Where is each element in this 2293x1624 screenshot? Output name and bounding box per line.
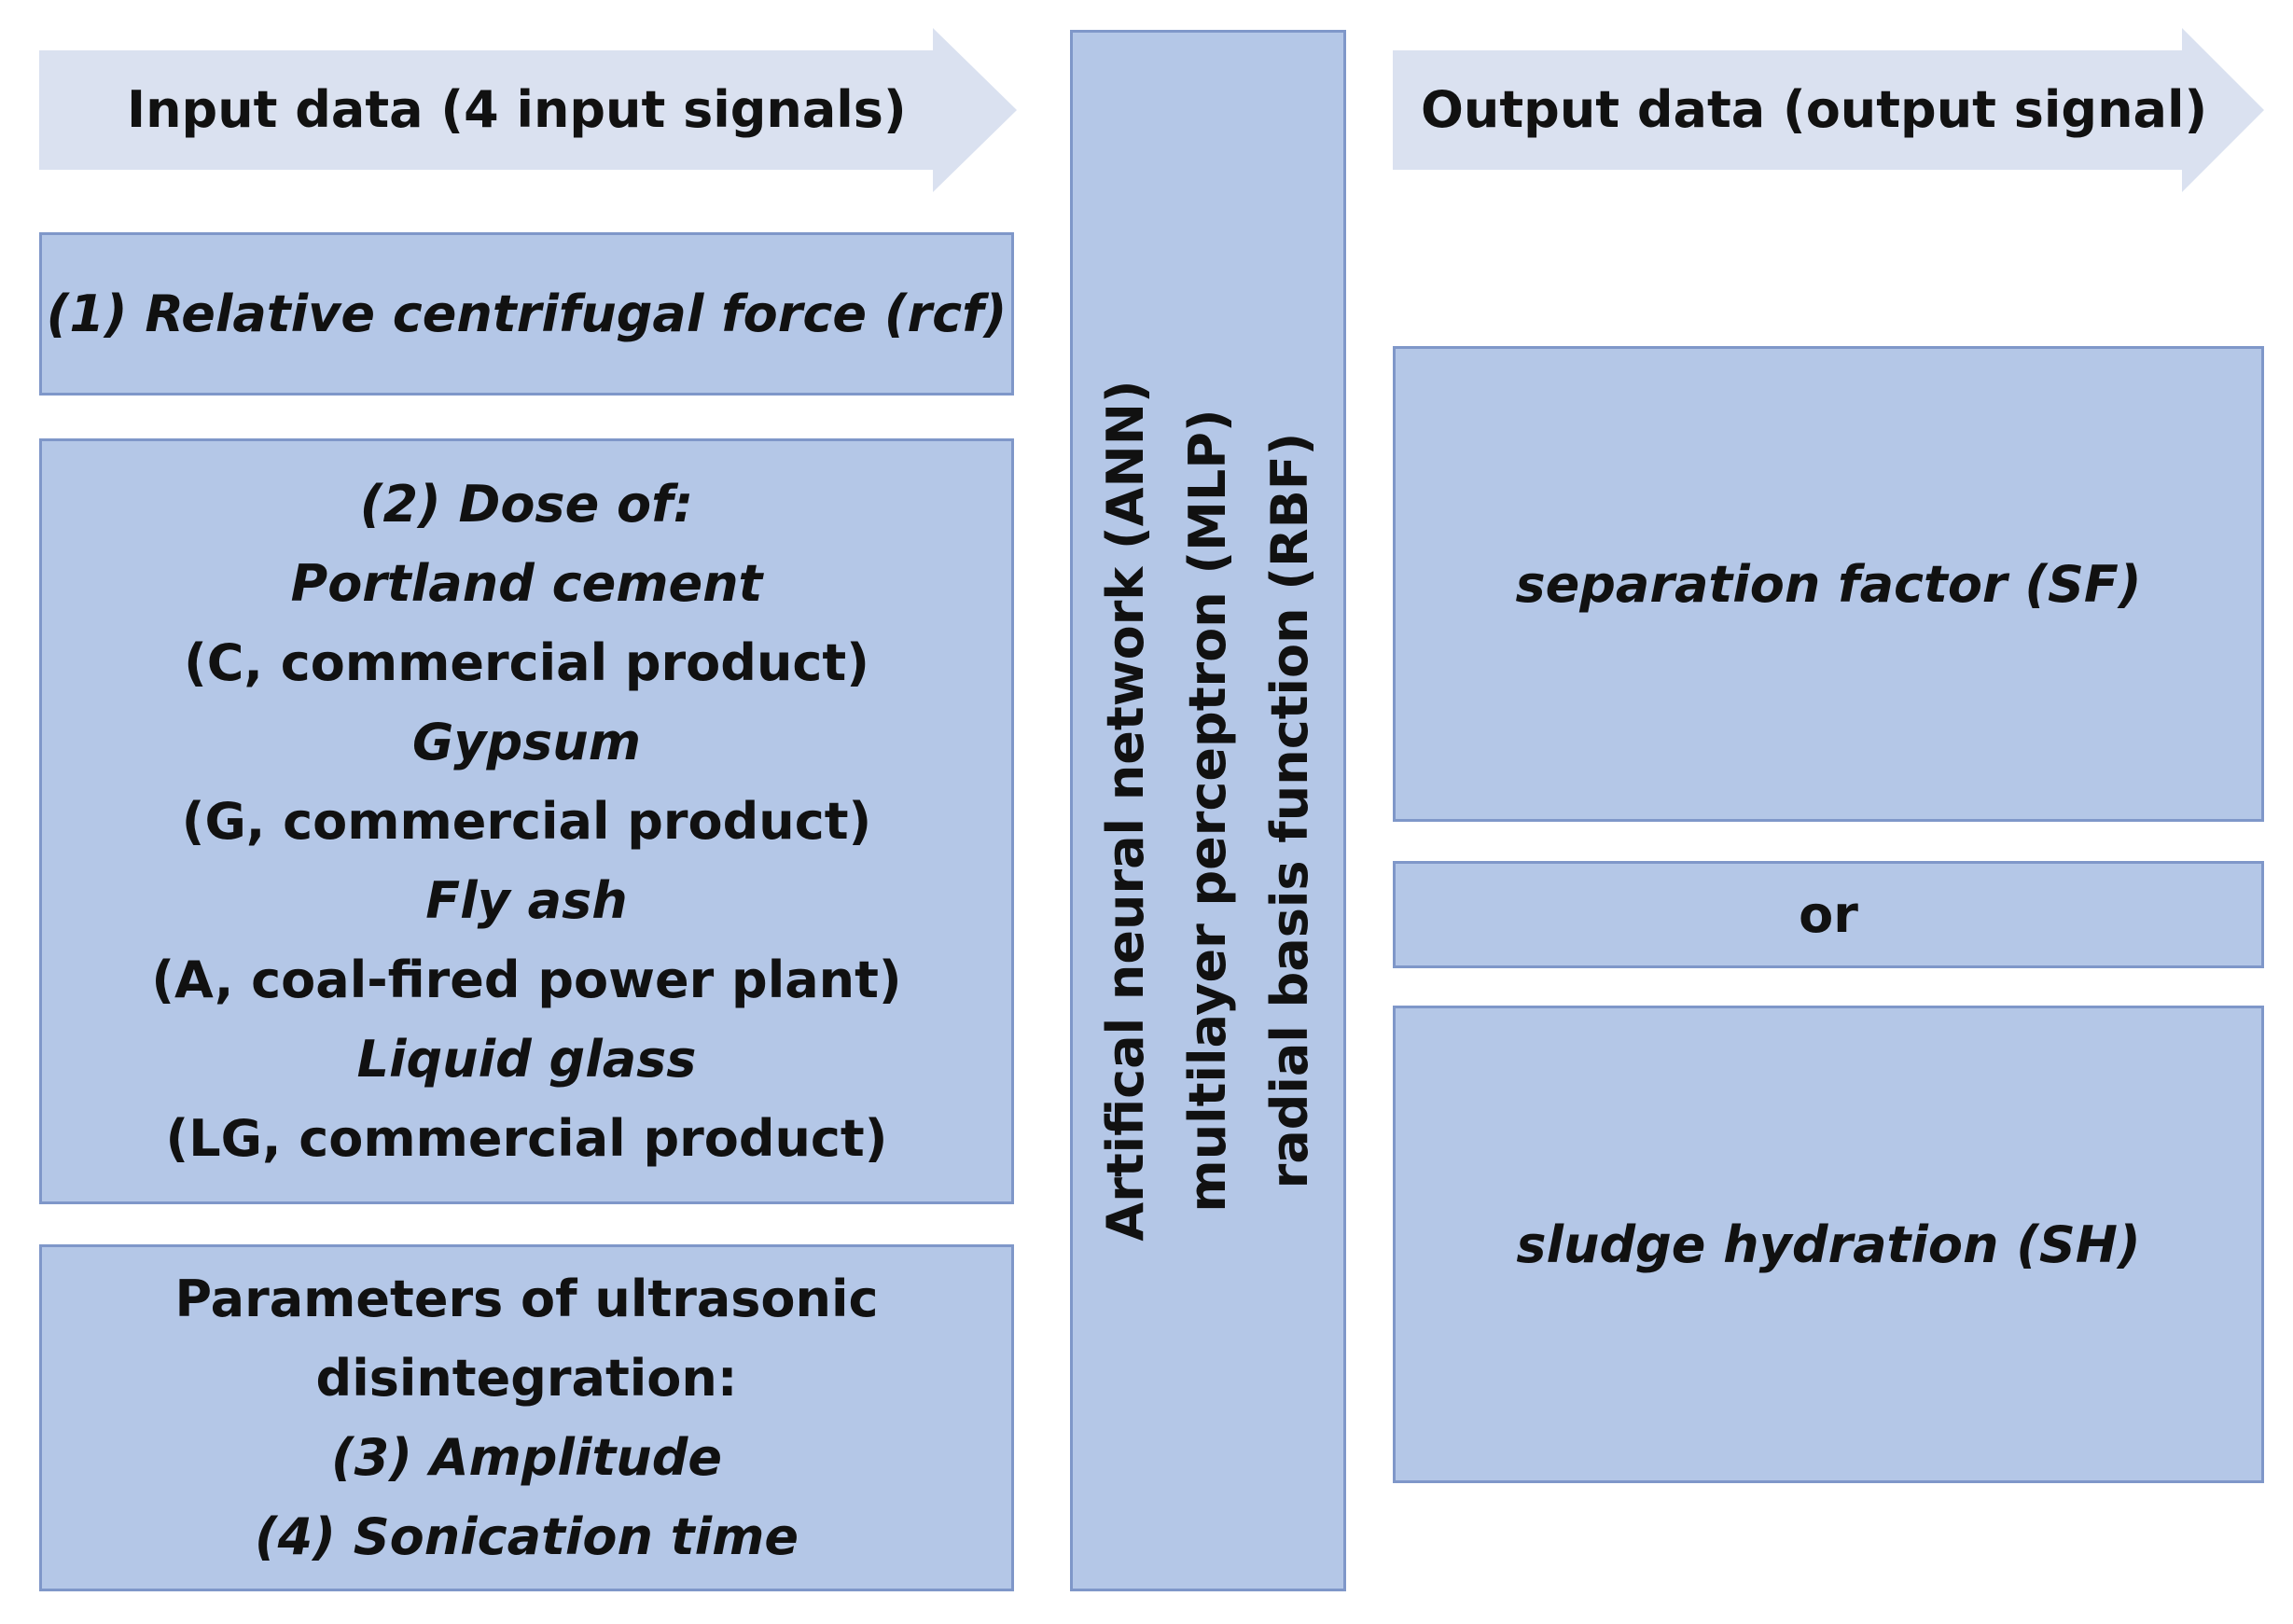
input-arrow: Input data (4 input signals)	[39, 28, 1017, 192]
gypsum-note: (G, commercial product)	[181, 792, 872, 851]
mlp-line: multilayer perceptron (MLP)	[1178, 409, 1237, 1213]
ann-line: Artifical neural network (ANN)	[1096, 380, 1155, 1242]
ann-text-group: Artifical neural network (ANN) multilaye…	[1085, 158, 1331, 1464]
sonication-time-label: (4) Sonication time	[254, 1507, 799, 1566]
liquid-glass-label: Liquid glass	[356, 1030, 697, 1089]
ultrasonic-box: Parameters of ultrasonic disintegration:…	[39, 1244, 1014, 1591]
output-arrow-label: Output data (output signal)	[1421, 80, 2208, 139]
ann-column: Artifical neural network (ANN) multilaye…	[1070, 30, 1346, 1591]
rcf-box: (1) Relative centrifugal force (rcf)	[39, 232, 1014, 396]
rbf-line: radial basis function (RBF)	[1260, 432, 1319, 1189]
amplitude-label: (3) Amplitude	[330, 1428, 722, 1487]
liquid-glass-note: (LG, commercial product)	[165, 1109, 888, 1168]
input-arrow-shape	[39, 28, 1017, 192]
sludge-hydration-label: sludge hydration (SH)	[1516, 1215, 2141, 1274]
dose-heading: (2) Dose of:	[359, 475, 694, 534]
input-arrow-label: Input data (4 input signals)	[127, 80, 907, 139]
portland-cement-note: (C, commercial product)	[184, 633, 869, 692]
fly-ash-note: (A, coal-fired power plant)	[151, 951, 902, 1009]
output-arrow-shape	[1393, 28, 2264, 192]
or-label: or	[1799, 885, 1858, 944]
separation-factor-box: separation factor (SF)	[1393, 346, 2264, 822]
fly-ash-label: Fly ash	[425, 871, 628, 930]
sludge-hydration-box: sludge hydration (SH)	[1393, 1006, 2264, 1483]
ultrasonic-line1: Parameters of ultrasonic	[174, 1270, 879, 1328]
gypsum-label: Gypsum	[411, 713, 642, 771]
separation-factor-label: separation factor (SF)	[1515, 554, 2142, 614]
portland-cement-label: Portland cement	[290, 554, 763, 613]
or-box: or	[1393, 861, 2264, 968]
ultrasonic-line2: disintegration:	[315, 1349, 738, 1408]
rcf-label: (1) Relative centrifugal force (rcf)	[46, 285, 1008, 343]
output-arrow: Output data (output signal)	[1393, 28, 2264, 192]
dose-box: (2) Dose of: Portland cement (C, commerc…	[39, 438, 1014, 1204]
